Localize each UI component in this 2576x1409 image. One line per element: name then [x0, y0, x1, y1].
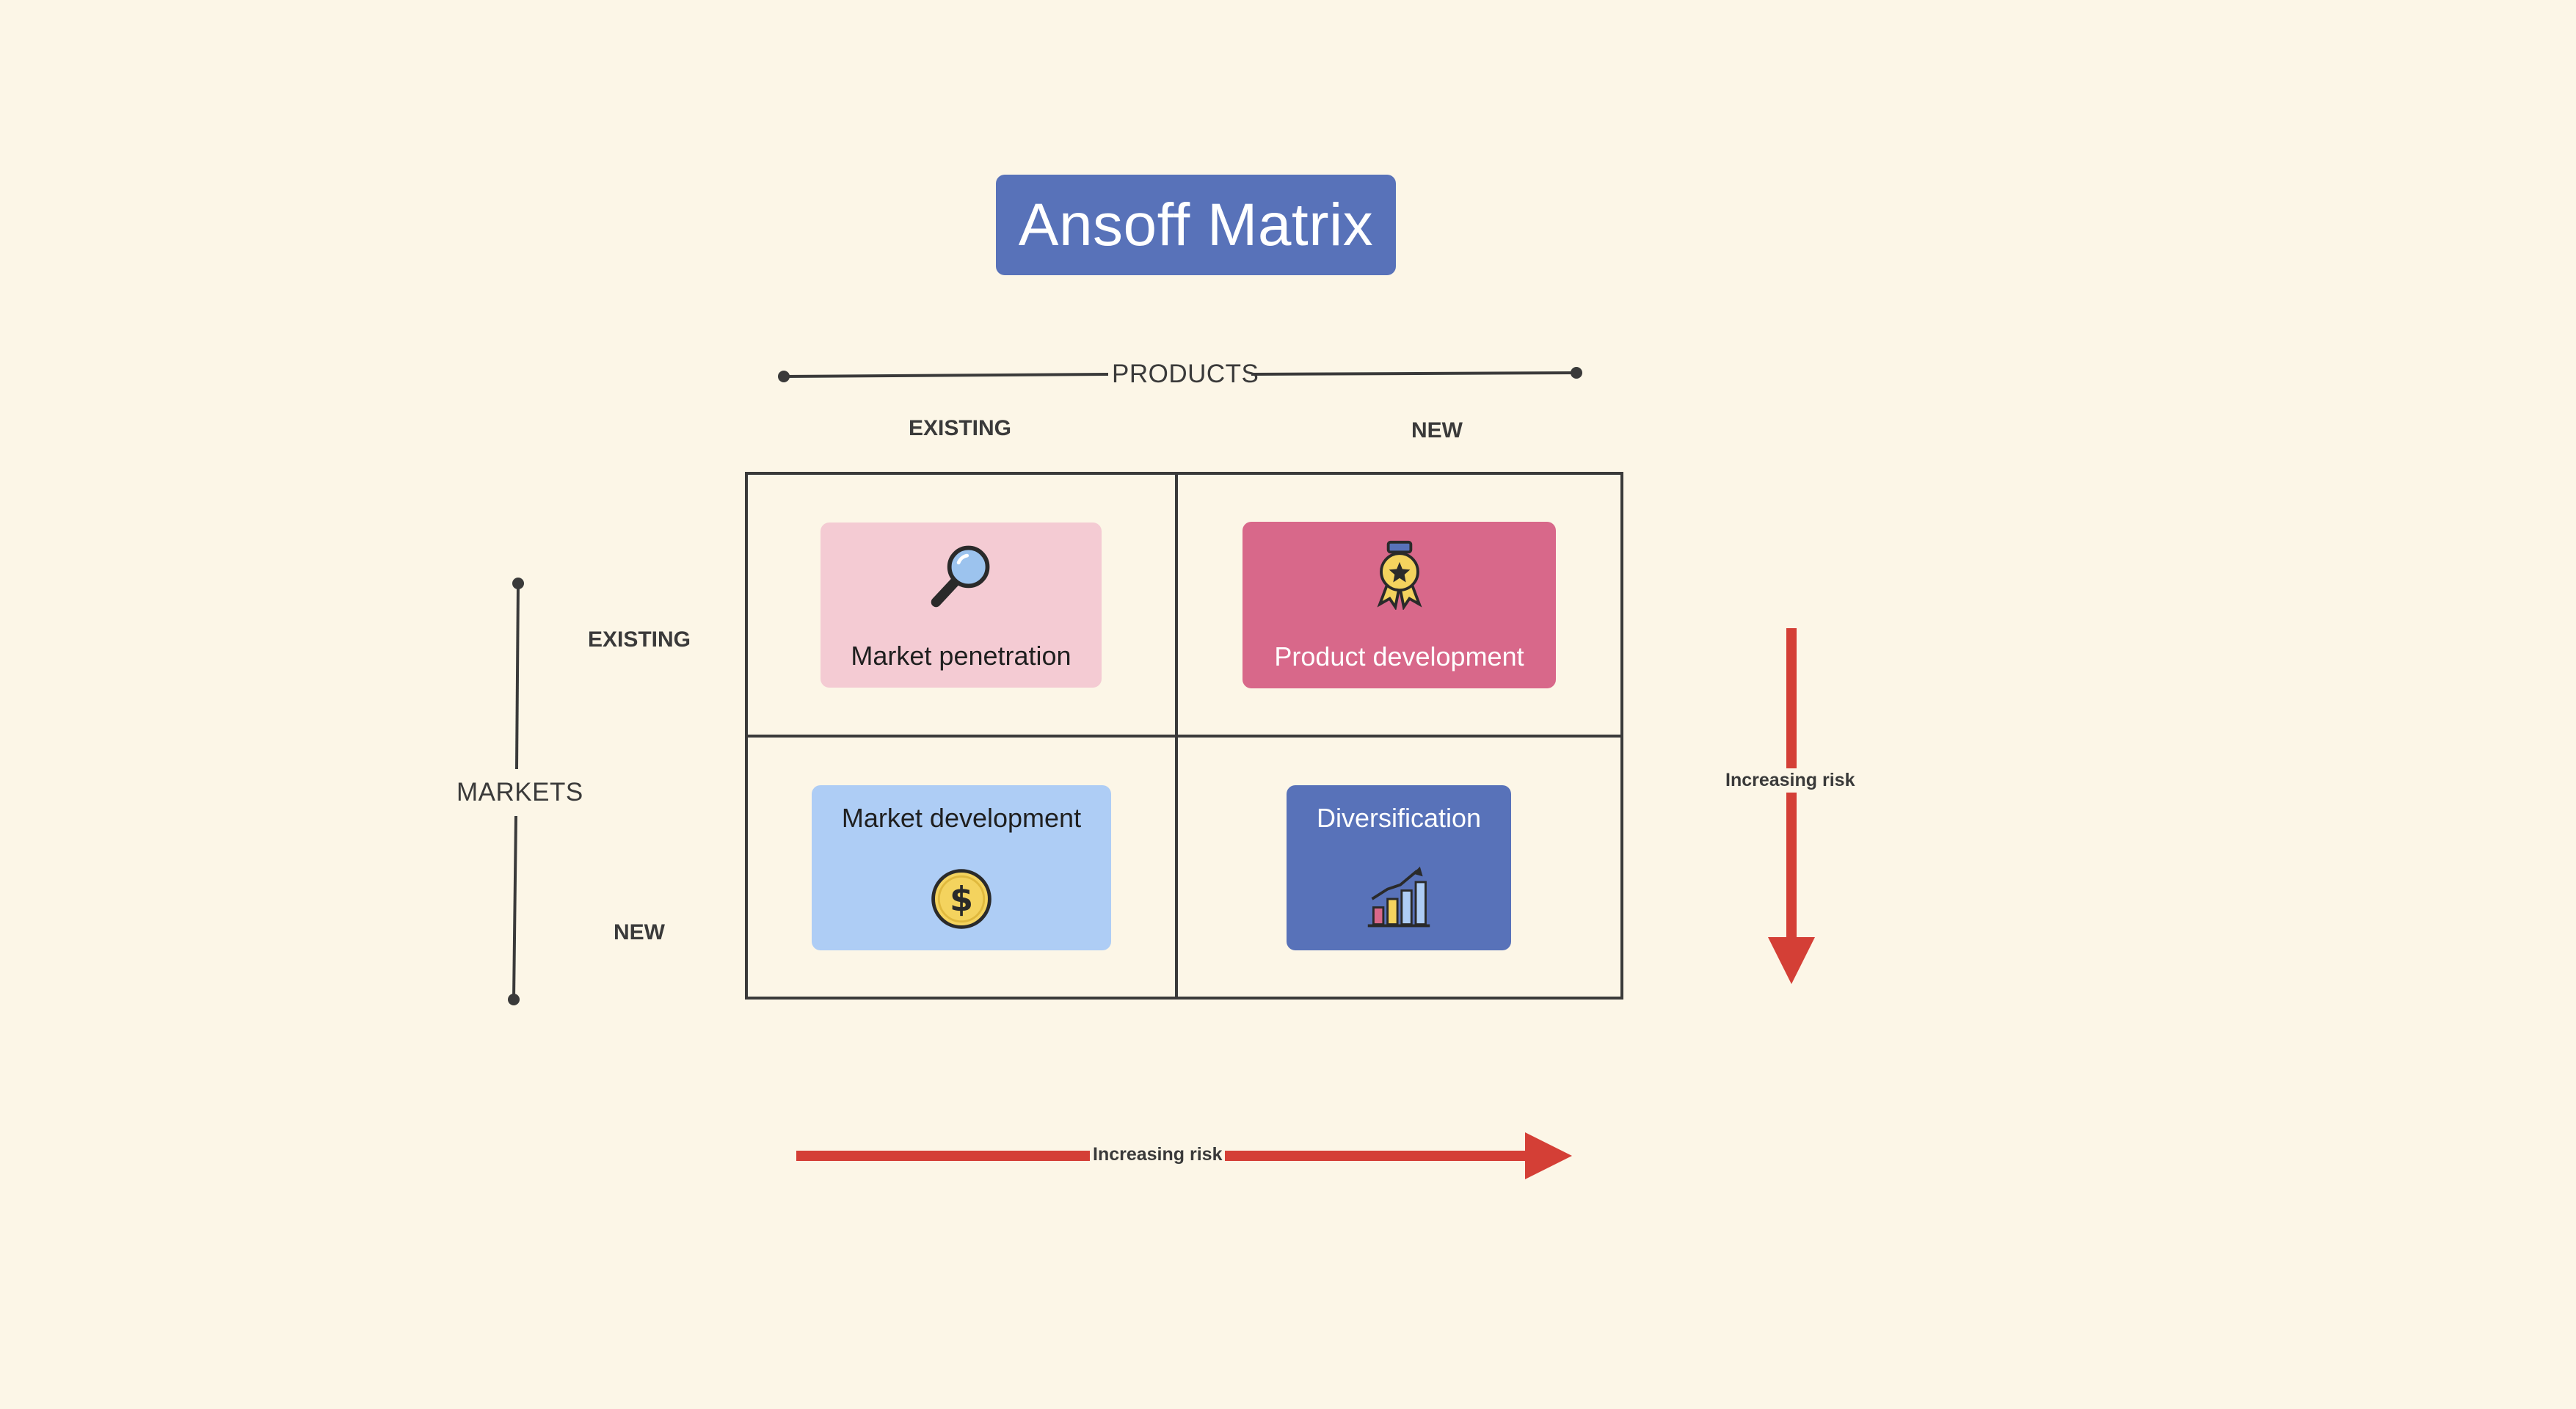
markets-axis-start-dot [512, 578, 524, 589]
market-penetration-label: Market penetration [851, 641, 1071, 671]
vertical-risk-arrowhead [1768, 937, 1815, 984]
markets-axis-end-dot [508, 994, 520, 1005]
magnifier-icon [931, 545, 989, 608]
award-medal-icon [1376, 540, 1422, 610]
svg-text:$: $ [950, 879, 973, 919]
row-header-existing: EXISTING [587, 627, 691, 652]
growth-chart-icon [1367, 866, 1430, 928]
products-axis-label: PRODUCTS [1112, 360, 1259, 388]
market-development-label: Market development [841, 803, 1082, 833]
column-header-new: NEW [1411, 418, 1463, 443]
horizontal-risk-arrowhead [1525, 1132, 1572, 1179]
horizontal-risk-label: Increasing risk [1090, 1143, 1226, 1167]
markets-axis-label: MARKETS [456, 778, 583, 807]
quadrant-market-penetration: Market penetration [821, 523, 1102, 688]
diagram-title: Ansoff Matrix [1018, 191, 1374, 258]
column-header-existing: EXISTING [908, 416, 1012, 440]
product-development-label: Product development [1274, 641, 1524, 671]
quadrant-product-development: Product development [1242, 522, 1556, 688]
diversification-label: Diversification [1316, 803, 1482, 833]
markets-axis-line-top [515, 583, 520, 770]
markets-axis-line-bottom [512, 815, 517, 1000]
row-header-new: NEW [614, 920, 665, 944]
products-axis-line [783, 373, 1109, 378]
quadrant-market-development: Market development $ [812, 785, 1111, 950]
title-box: Ansoff Matrix [996, 175, 1396, 275]
quadrant-diversification: Diversification [1287, 785, 1511, 950]
vertical-risk-label: Increasing risk [1722, 768, 1858, 793]
dollar-coin-icon: $ [931, 869, 992, 929]
products-axis-start-dot [778, 371, 790, 382]
products-axis-end-dot [1571, 367, 1582, 379]
products-axis-line-right [1251, 371, 1577, 376]
